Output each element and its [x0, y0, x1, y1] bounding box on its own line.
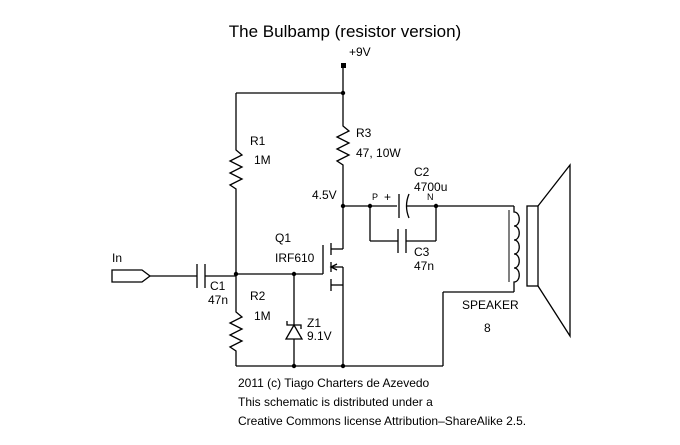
input-label: In [112, 251, 122, 265]
speaker-coil [513, 206, 520, 286]
footer-license-line: This schematic is distributed under a [238, 395, 433, 409]
c2-ref: C2 [414, 165, 430, 179]
r1-ref: R1 [250, 134, 266, 148]
junction-dot [340, 90, 346, 96]
z1-ref: Z1 [307, 316, 321, 330]
r2-resistor [228, 307, 244, 356]
c3-branch-wire [369, 206, 437, 242]
r2-ref: R2 [250, 289, 266, 303]
r1-resistor [228, 145, 244, 194]
diagram-title: The Bulbamp (resistor version) [229, 22, 461, 41]
c1-value: 47n [208, 293, 228, 307]
c3-value: 47n [414, 259, 434, 273]
c1-ref: C1 [210, 279, 226, 293]
ground-rail-wire [235, 356, 443, 367]
z1-zener-diode [284, 321, 304, 340]
c3-ref: C3 [414, 245, 430, 259]
c2-p-mark: P [372, 192, 378, 202]
c2-value: 4700u [414, 180, 447, 194]
r3-value: 47, 10W [356, 146, 401, 160]
footer-license-name: Creative Commons license Attribution–Sha… [238, 414, 526, 428]
speaker-ref: SPEAKER [462, 298, 519, 312]
speaker-return-wire [442, 286, 515, 366]
junction-dot [340, 363, 346, 369]
c1-capacitor [196, 264, 206, 288]
r3-resistor [335, 122, 351, 170]
c2-n-mark: N [427, 192, 434, 202]
footer-copyright: 2011 (c) Tiago Charters de Azevedo [238, 376, 430, 390]
speaker-icon [526, 163, 571, 339]
junction-dot [291, 363, 297, 369]
r2-value: 1M [254, 309, 271, 323]
speaker-value: 8 [484, 321, 491, 335]
top-rail-wire [235, 65, 344, 145]
q1-ref: Q1 [275, 231, 291, 245]
r3-ref: R3 [356, 126, 372, 140]
c2-plus-mark: + [384, 190, 391, 204]
node-voltage-label: 4.5V [312, 188, 337, 202]
junction-dot [233, 271, 239, 277]
z1-value: 9.1V [307, 329, 332, 343]
supply-label: +9V [349, 45, 371, 59]
q1-mosfet [294, 243, 344, 291]
q1-value: IRF610 [275, 251, 315, 265]
c3-capacitor [397, 229, 407, 253]
r1-value: 1M [254, 153, 271, 167]
input-terminal [111, 269, 152, 283]
